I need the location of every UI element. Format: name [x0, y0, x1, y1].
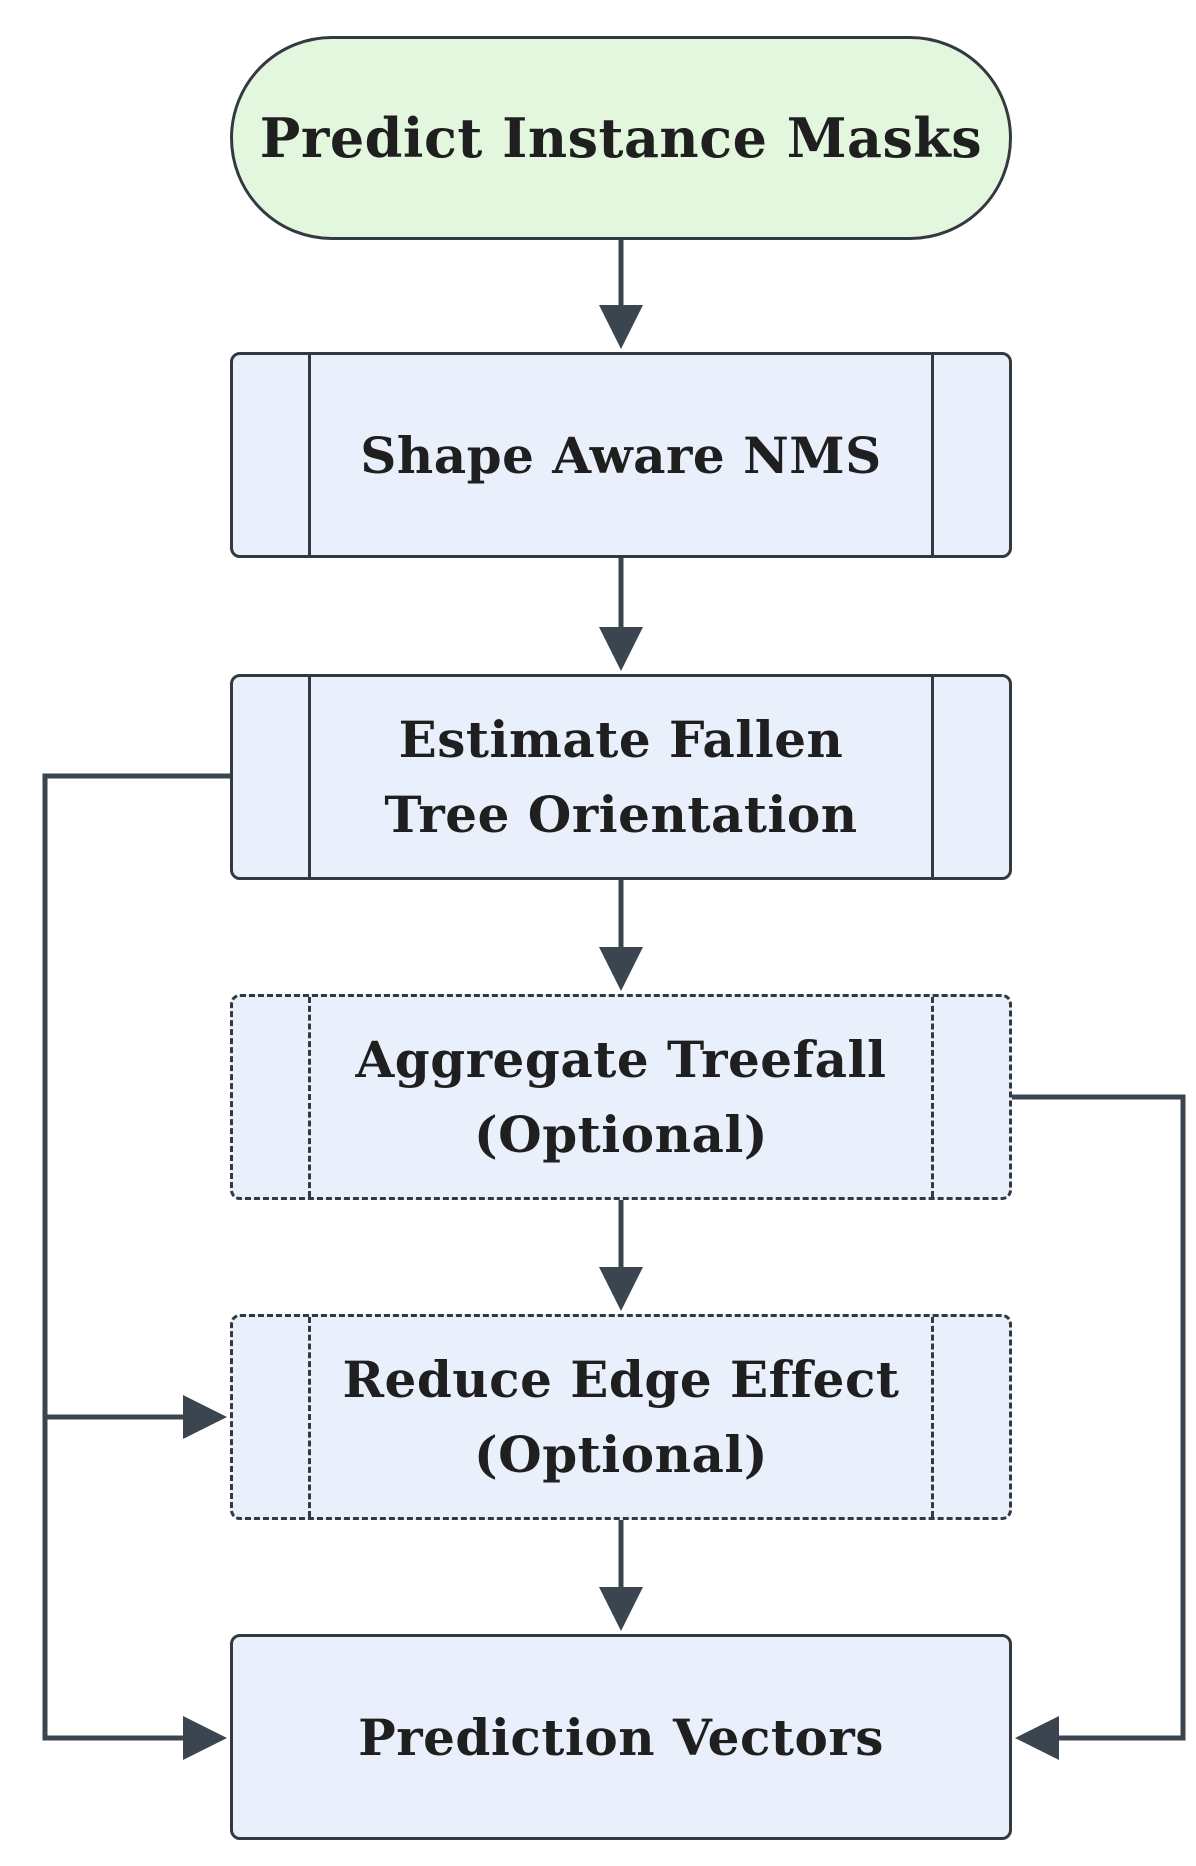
edge-aggregate-to-edge-arrowhead — [599, 1267, 643, 1311]
edge-orientation-to-aggregate-arrowhead — [599, 947, 643, 991]
node-edge-label: Reduce Edge Effect (Optional) — [342, 1350, 900, 1484]
node-reduce-edge-effect: Reduce Edge Effect (Optional) — [230, 1314, 1012, 1520]
edge-predict-to-nms-arrowhead — [599, 305, 643, 349]
process-side-bar — [308, 997, 311, 1197]
node-vectors-label: Prediction Vectors — [358, 1707, 884, 1767]
edge-orientation-to-edge-arrowhead — [183, 1395, 227, 1439]
process-side-bar — [308, 1317, 311, 1517]
node-nms-label: Shape Aware NMS — [360, 425, 882, 485]
process-side-bar — [308, 677, 311, 877]
process-side-bar — [931, 997, 934, 1197]
edge-orientation-left-bypass — [42, 773, 230, 1741]
edge-nms-to-orientation-arrowhead — [599, 627, 643, 671]
process-side-bar — [308, 355, 311, 555]
process-side-bar — [931, 677, 934, 877]
edge-aggregate-to-vectors-arrowhead — [1015, 1716, 1059, 1760]
edge-edge-to-vectors-arrowhead — [599, 1587, 643, 1631]
process-side-bar — [931, 1317, 934, 1517]
node-shape-aware-nms: Shape Aware NMS — [230, 352, 1012, 558]
node-orientation-label: Estimate Fallen Tree Orientation — [384, 710, 858, 844]
node-predict-label: Predict Instance Masks — [259, 105, 983, 170]
process-side-bar — [931, 355, 934, 555]
node-aggregate-treefall: Aggregate Treefall (Optional) — [230, 994, 1012, 1200]
edge-orientation-to-vectors-arrowhead — [183, 1716, 227, 1760]
edge-aggregate-right-bypass — [1012, 1094, 1186, 1741]
node-prediction-vectors: Prediction Vectors — [230, 1634, 1012, 1840]
node-aggregate-label: Aggregate Treefall (Optional) — [355, 1030, 887, 1164]
node-estimate-orientation: Estimate Fallen Tree Orientation — [230, 674, 1012, 880]
node-predict-instance-masks: Predict Instance Masks — [230, 36, 1012, 240]
